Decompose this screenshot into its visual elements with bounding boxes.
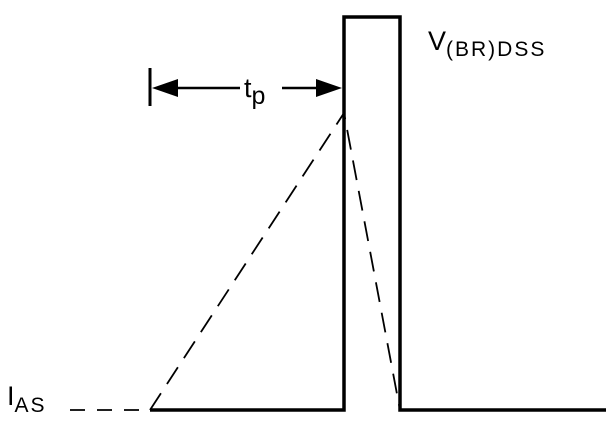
breakdown-voltage-label-sub: (BR)DSS — [446, 38, 546, 61]
avalanche-current-label-main: I — [7, 381, 15, 411]
left-arrowhead — [152, 79, 178, 97]
pulse-width-label-sub: p — [252, 82, 266, 110]
current-waveform — [149, 110, 401, 411]
right-arrowhead — [316, 79, 342, 97]
breakdown-voltage-label: V(BR)DSS — [428, 26, 546, 61]
breakdown-voltage-label-main: V — [428, 26, 446, 56]
voltage-waveform — [150, 15, 606, 412]
pulse-width-label: tp — [244, 73, 265, 110]
avalanche-current-label: IAS — [7, 381, 47, 417]
pulse-width-label-main: t — [244, 73, 252, 103]
avalanche-current-label-sub: AS — [15, 394, 47, 417]
